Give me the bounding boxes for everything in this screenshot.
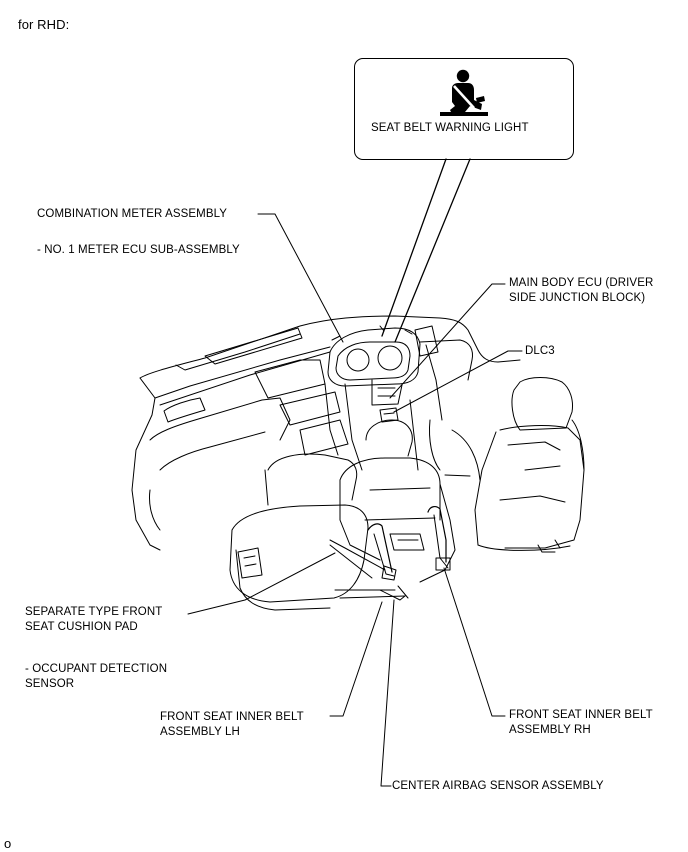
leader-belt-rh [443,567,506,717]
center-airbag-sensor-body [389,533,425,551]
page-header: for RHD: [18,17,70,32]
leader-dlc3 [393,350,523,413]
callout-title: SEAT BELT WARNING LIGHT [371,122,529,134]
label-occupant-line1: - OCCUPANT DETECTION [25,663,168,675]
label-cushion-pad-line2: SEAT CUSHION PAD [25,621,138,633]
leader-main-body-ecu [389,283,506,399]
seatbelt-warning-icon [440,69,488,116]
dlc3-connector [379,407,399,423]
label-center-airbag: CENTER AIRBAG SENSOR ASSEMBLY [392,780,604,792]
label-main-body-ecu-line2: SIDE JUNCTION BLOCK) [509,292,646,304]
leader-center-airbag [380,599,395,787]
label-main-body-ecu-line1: MAIN BODY ECU (DRIVER [509,277,654,289]
leader-lines [187,213,523,787]
label-dlc3: DLC3 [525,345,555,357]
seat-switch-panel [237,547,263,579]
front-left-seat [229,453,406,611]
callout-pointer [381,158,471,343]
front-center-seat [339,419,456,601]
leader-combination-meter [257,213,344,343]
leader-belt-lh [329,601,383,717]
right-seat [474,377,585,553]
combination-meter-assembly [327,325,421,406]
label-meter-ecu: - NO. 1 METER ECU SUB-ASSEMBLY [37,244,240,256]
center-vent [254,359,326,399]
label-cushion-pad-line1: SEPARATE TYPE FRONT [25,606,163,618]
label-belt-lh-line2: ASSEMBLY LH [160,726,240,738]
label-belt-lh-line1: FRONT SEAT INNER BELT [160,711,304,723]
label-occupant-line2: SENSOR [25,678,75,690]
label-belt-rh-line1: FRONT SEAT INNER BELT [509,709,653,721]
leader-cushion-pad [187,552,336,615]
label-combination-meter: COMBINATION METER ASSEMBLY [37,208,228,220]
belt-rh-strap [427,506,447,563]
dashboard-outline [139,315,521,379]
belt-lh-strap [367,523,393,573]
footer-code: o [4,836,12,851]
label-belt-rh-line2: ASSEMBLY RH [509,724,591,736]
